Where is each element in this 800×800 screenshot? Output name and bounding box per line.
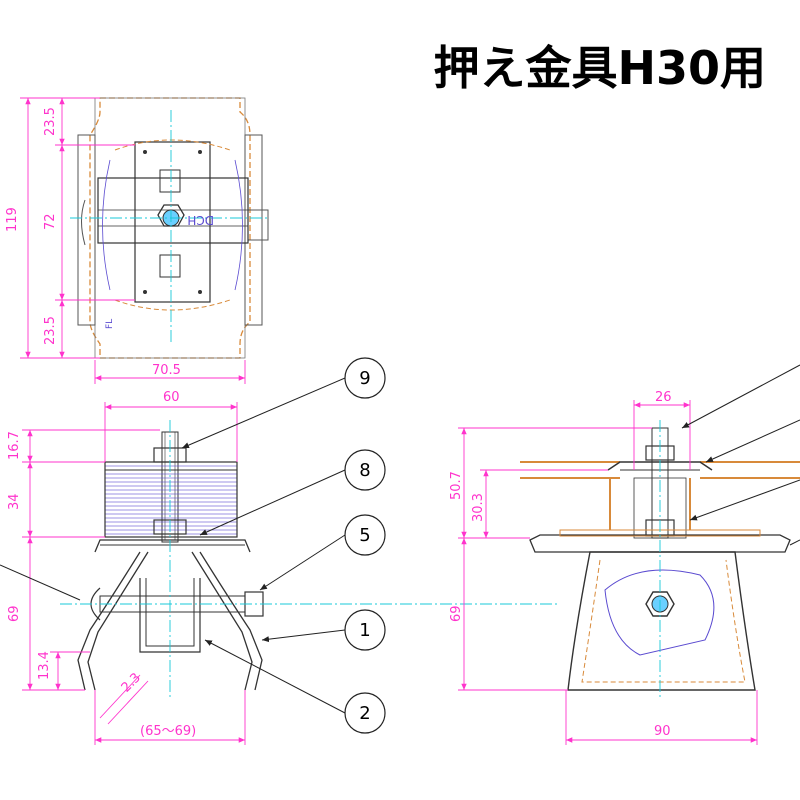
dim-front-span: (65～69) [140, 724, 196, 739]
dim-front-top-width: 60 [163, 390, 180, 405]
svg-text:1: 1 [359, 620, 370, 641]
front-view: 60 16.7 34 69 13.4 2.3 (65～69) 9 [0, 357, 560, 745]
top-view: DCH FL 119 23.5 72 23.5 70.5 [5, 97, 270, 384]
callout-2: 2 [344, 692, 386, 734]
callout-1: 1 [344, 609, 386, 651]
dim-side-top-width: 26 [655, 390, 672, 405]
callout-5: 5 [344, 514, 386, 556]
dim-top-overall-height: 119 [5, 207, 20, 232]
dim-front-h1: 16.7 [7, 431, 22, 460]
top-view-stamp: DCH [187, 213, 214, 227]
dim-top-width: 70.5 [152, 363, 181, 378]
side-view: 26 50.7 30.3 69 90 [449, 364, 800, 745]
dim-side-base-width: 90 [654, 724, 671, 739]
drawing-title: 押え金具H30用 [433, 41, 766, 95]
dim-top-lower: 23.5 [43, 316, 58, 345]
dim-front-h3: 69 [7, 605, 22, 622]
svg-text:9: 9 [359, 368, 370, 389]
svg-text:2: 2 [359, 703, 370, 724]
dim-front-h2: 34 [7, 493, 22, 510]
dim-side-base: 69 [449, 605, 464, 622]
dim-side-part: 30.3 [471, 493, 486, 522]
callout-8: 8 [344, 449, 386, 491]
dim-front-h4: 13.4 [37, 651, 52, 680]
dim-top-upper: 23.5 [43, 107, 58, 136]
dim-front-slope: 2.3 [119, 670, 144, 695]
top-view-fl-label: FL [105, 319, 115, 329]
svg-text:5: 5 [359, 525, 370, 546]
dim-top-middle: 72 [43, 213, 58, 230]
dim-side-total: 50.7 [449, 471, 464, 500]
svg-text:8: 8 [359, 460, 370, 481]
callout-9: 9 [344, 357, 386, 399]
